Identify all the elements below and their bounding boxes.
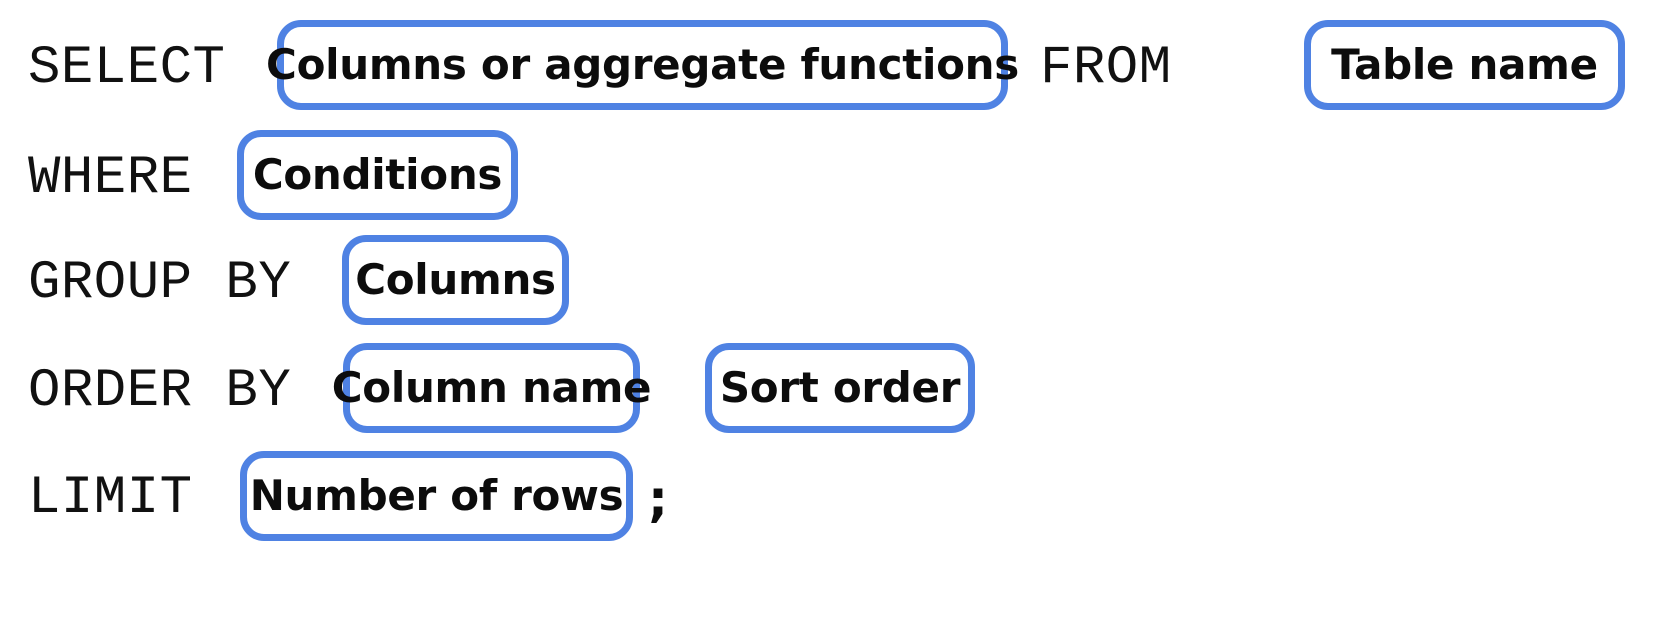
slot-label-group-by-columns: Columns (355, 255, 556, 304)
slot-columns-or-aggregate-functions[interactable]: Columns or aggregate functions (266, 20, 1019, 110)
slot-label-table-name: Table name (1331, 40, 1598, 89)
keyword-group-by: GROUP BY (28, 253, 292, 314)
slot-label-order-by-column-name: Column name (331, 363, 652, 412)
slot-sort-order[interactable]: Sort order (705, 343, 975, 433)
keyword-limit: LIMIT (28, 468, 193, 529)
slot-label-sort-order: Sort order (719, 363, 961, 412)
slot-group-by-columns[interactable]: Columns (342, 235, 569, 325)
keyword-where: WHERE (28, 148, 193, 209)
slot-label-conditions: Conditions (252, 150, 503, 199)
slot-label-number-of-rows: Number of rows (249, 471, 624, 520)
slot-number-of-rows[interactable]: Number of rows (240, 451, 633, 541)
slot-conditions[interactable]: Conditions (237, 130, 518, 220)
keyword-order-by: ORDER BY (28, 361, 292, 422)
slot-label-columns-or-aggregate-functions: Columns or aggregate functions (266, 40, 1019, 89)
slot-order-by-column-name[interactable]: Column name (332, 343, 652, 433)
slot-table-name[interactable]: Table name (1304, 20, 1625, 110)
keyword-select: SELECT (28, 38, 226, 99)
statement-terminator-semicolon: ; (648, 470, 668, 528)
keyword-from: FROM (1040, 38, 1172, 99)
